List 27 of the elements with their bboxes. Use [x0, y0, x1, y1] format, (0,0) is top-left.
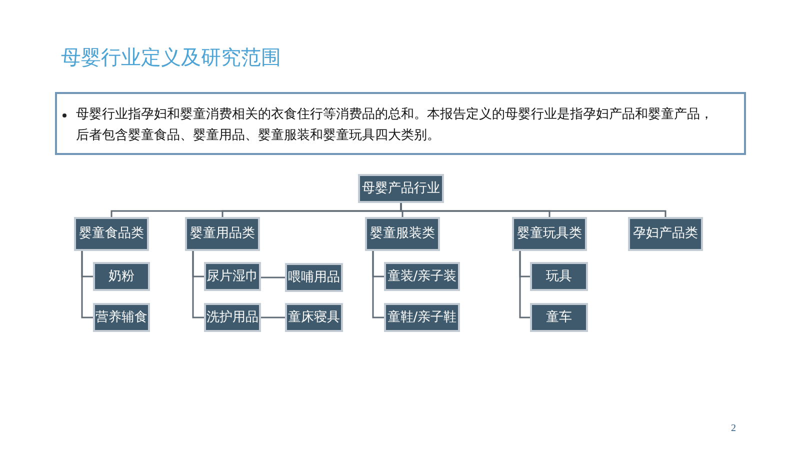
connector-line: [261, 276, 285, 278]
connector-line: [400, 203, 666, 217]
definition-text: 母婴行业指孕妇和婴童消费相关的衣食住行等消费品的总和。本报告定义的母婴行业是指孕妇产品和婴童产品，后者包含婴童食品、婴童用品、婴童服装和婴童玩具四大类别。: [76, 106, 714, 145]
subcategory-box: 尿片湿巾: [204, 262, 261, 291]
page-number: 2: [731, 423, 736, 434]
category-box: 婴童食品类: [74, 217, 149, 251]
subcategory-box: 玩具: [530, 262, 588, 291]
note-panel: [55, 92, 746, 155]
category-box: 婴童用品类: [185, 217, 260, 251]
root-box: 母婴产品行业: [358, 174, 444, 203]
subcategory-box: 童床寝具: [285, 303, 343, 332]
subcategory-box: 童车: [530, 303, 588, 332]
connector-line: [81, 251, 93, 318]
connector-line: [261, 316, 285, 318]
category-box: 婴童服装类: [365, 217, 440, 251]
category-box: 孕妇产品类: [628, 217, 703, 251]
connector-line: [372, 251, 384, 318]
subcategory-box: 奶粉: [93, 262, 150, 291]
page-title: 母婴行业定义及研究范围: [61, 44, 281, 70]
connector-line: [192, 251, 204, 318]
subcategory-box: 童鞋/亲子鞋: [384, 303, 460, 332]
subcategory-box: 洗护用品: [204, 303, 261, 332]
subcategory-box: 营养辅食: [93, 303, 150, 332]
subcategory-box: 童装/亲子装: [384, 262, 460, 291]
subcategory-box: 喂哺用品: [285, 263, 343, 292]
connector-line: [519, 251, 530, 318]
category-box: 婴童玩具类: [512, 217, 587, 251]
